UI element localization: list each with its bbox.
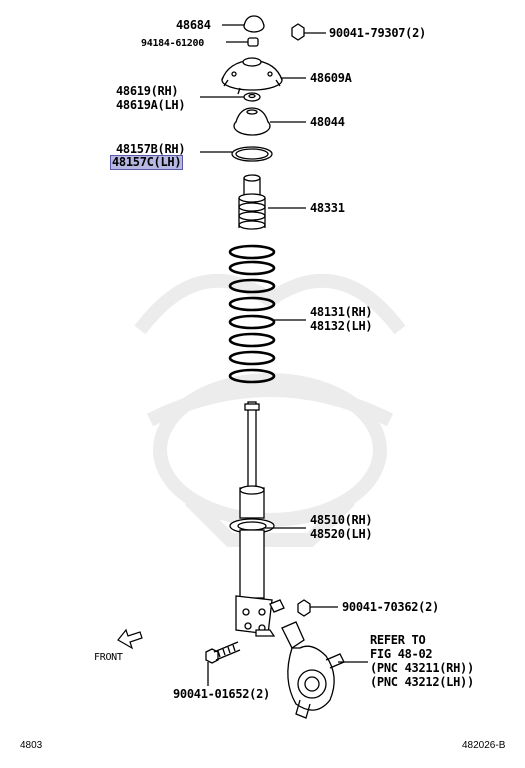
label-refer-pnc-lh: (PNC 43212(LH)) xyxy=(370,675,474,689)
parts-lines xyxy=(117,15,368,719)
strut-mount-48609a xyxy=(221,57,283,95)
label-48044: 48044 xyxy=(310,115,345,129)
label-90041-79307: 90041-79307(2) xyxy=(329,26,426,40)
steering-knuckle xyxy=(281,621,368,719)
label-48132-lh: 48132(LH) xyxy=(310,319,373,333)
insulator-48044 xyxy=(233,107,271,136)
label-refer-fig: FIG 48-02 xyxy=(370,647,433,661)
bump-stopper-48331 xyxy=(238,174,266,230)
nut-90041-79307 xyxy=(291,23,305,41)
insulator-ring-48157 xyxy=(231,146,273,162)
label-90041-70362: 90041-70362(2) xyxy=(342,600,439,614)
label-48619-rh: 48619(RH) xyxy=(116,84,179,98)
footer-left-code: 4803 xyxy=(20,740,43,751)
label-48157c-lh-highlighted[interactable]: 48157C(LH) xyxy=(109,155,184,170)
label-90041-01652: 90041-01652(2) xyxy=(173,687,270,701)
label-refer-pnc-rh: (PNC 43211(RH)) xyxy=(370,661,474,675)
label-48157b-rh: 48157B(RH) xyxy=(116,142,186,156)
shock-absorber-48510 xyxy=(229,401,285,637)
label-48619a-lh: 48619A(LH) xyxy=(116,98,186,112)
nut-94184 xyxy=(247,37,259,47)
front-arrow-icon xyxy=(117,628,143,650)
bolt-90041-01652 xyxy=(205,641,241,686)
label-48609a: 48609A xyxy=(310,71,352,85)
nut-90041-70362 xyxy=(297,599,311,617)
coil-spring-48131 xyxy=(228,244,276,384)
label-48331: 48331 xyxy=(310,201,345,215)
label-94184-61200: 94184-61200 xyxy=(141,38,204,49)
footer-right-code: 482026-B xyxy=(462,740,506,751)
label-48684: 48684 xyxy=(176,18,211,32)
label-48520-lh: 48520(LH) xyxy=(310,527,373,541)
label-front: FRONT xyxy=(94,652,123,663)
label-48510-rh: 48510(RH) xyxy=(310,513,373,527)
label-48131-rh: 48131(RH) xyxy=(310,305,373,319)
label-refer-to: REFER TO xyxy=(370,633,426,647)
